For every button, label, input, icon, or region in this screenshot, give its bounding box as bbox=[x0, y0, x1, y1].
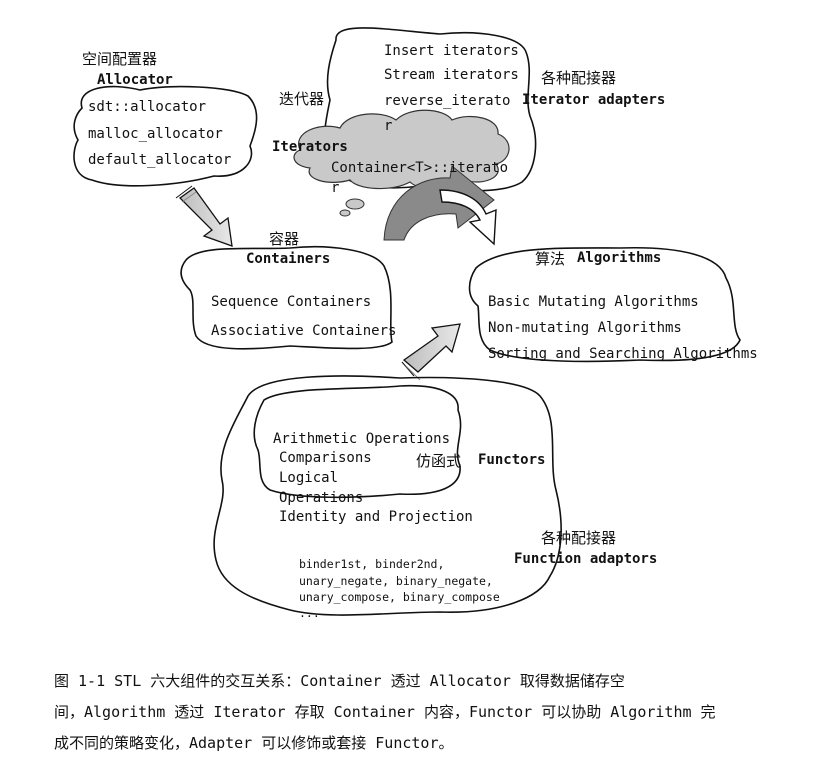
containers-title-en: Containers bbox=[246, 251, 331, 267]
allocator-title-cn: 空间配置器 bbox=[82, 50, 158, 68]
figure-caption-line: 间，Algorithm 透过 Iterator 存取 Container 内容，… bbox=[54, 703, 716, 721]
iterator-adapter-item: reverse_iterato bbox=[384, 93, 511, 109]
figure-caption-line: 成不同的策略变化，Adapter 可以修饰或套接 Functor。 bbox=[54, 734, 454, 752]
functor-item: Arithmetic Operations bbox=[273, 431, 451, 447]
iterator-to-algorithm-arrow bbox=[439, 189, 497, 246]
function-adaptors-title-en: Function adaptors bbox=[514, 551, 658, 567]
cloud-bubble-1 bbox=[345, 198, 365, 210]
algorithms-title-cn: 算法 bbox=[535, 250, 566, 268]
functor-item: Operations bbox=[279, 490, 364, 506]
function-adaptor-item: binder1st, binder2nd, bbox=[299, 557, 445, 571]
containers-title-cn: 容器 bbox=[269, 230, 300, 248]
cloud-bubble-2 bbox=[339, 209, 351, 217]
functor-item: Identity and Projection bbox=[279, 509, 473, 525]
function-adaptors-outline bbox=[213, 375, 562, 616]
functors-outline bbox=[253, 384, 462, 499]
allocator-to-containers-arrow bbox=[175, 185, 233, 247]
functor-item: Comparisons bbox=[279, 450, 372, 466]
containers-outline bbox=[180, 246, 393, 350]
algorithms-title-en: Algorithms bbox=[577, 250, 662, 266]
container-item: Associative Containers bbox=[211, 323, 397, 339]
iterator-adapter-item: Insert iterators bbox=[384, 43, 519, 59]
algorithms-outline bbox=[468, 246, 741, 363]
iterators-title-cn: 迭代器 bbox=[279, 90, 325, 108]
iterator-adapter-item: Stream iterators bbox=[384, 67, 519, 83]
function-adaptor-item: unary_negate, binary_negate, bbox=[299, 574, 493, 588]
functors-title-en: Functors bbox=[478, 452, 546, 468]
diagram-drawing bbox=[73, 27, 741, 616]
iterators-title-en: Iterators bbox=[272, 139, 348, 155]
function-adaptors-title-cn: 各种配接器 bbox=[541, 529, 617, 547]
iterator-adapters-title-en: Iterator adapters bbox=[522, 92, 666, 108]
figure-caption-line: 图 1-1 STL 六大组件的交互关系：Container 透过 Allocat… bbox=[54, 672, 625, 690]
functors-to-algorithms-arrow bbox=[401, 323, 461, 381]
iterator-adapter-item: r bbox=[384, 118, 393, 134]
algorithm-item: Basic Mutating Algorithms bbox=[488, 294, 699, 310]
functor-item: Logical bbox=[279, 470, 339, 486]
iterator-adapters-title-cn: 各种配接器 bbox=[541, 69, 617, 87]
iterators-item-wrap: r bbox=[331, 180, 340, 196]
allocator-item: malloc_allocator bbox=[88, 126, 223, 142]
algorithm-item: Non-mutating Algorithms bbox=[488, 320, 682, 336]
allocator-title-en: Allocator bbox=[97, 72, 173, 88]
allocator-item: sdt::allocator bbox=[88, 99, 207, 115]
allocator-outline bbox=[73, 85, 258, 187]
container-item: Sequence Containers bbox=[211, 294, 372, 310]
function-adaptor-item: ... bbox=[299, 606, 320, 620]
functors-title-cn: 仿函式 bbox=[416, 452, 462, 470]
big-curved-arrow bbox=[383, 165, 495, 241]
function-adaptor-item: unary_compose, binary_compose bbox=[299, 590, 500, 604]
allocator-item: default_allocator bbox=[88, 152, 232, 168]
iterators-item: Container<T>::iterato bbox=[331, 160, 509, 176]
algorithm-item: Sorting and Searching Algorithms bbox=[488, 346, 758, 362]
